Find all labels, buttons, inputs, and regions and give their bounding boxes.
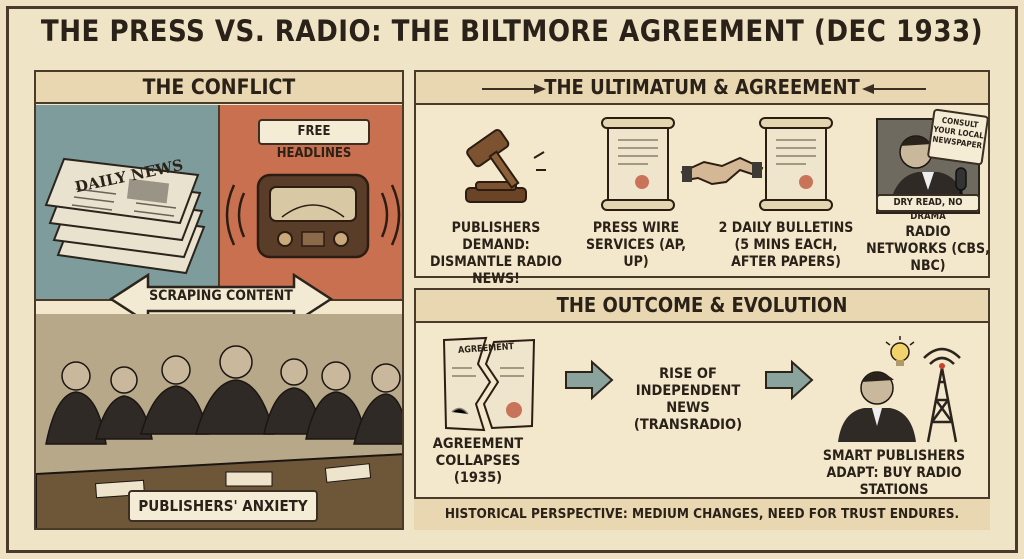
scraping-content-label: SCRAPING CONTENT <box>149 288 293 304</box>
right-arrow-ornament-icon <box>862 84 926 94</box>
conflict-panel: THE CONFLICT DAILY NEWS FREE HEADLINES <box>34 70 404 530</box>
handshake-icon <box>680 156 764 186</box>
press-wire-services-label: PRESS WIRE SERVICES (AP, UP) <box>585 220 687 270</box>
historical-perspective-text: HISTORICAL PERSPECTIVE: MEDIUM CHANGES, … <box>444 506 960 522</box>
publishers-anxiety-label: PUBLISHERS' ANXIETY <box>128 490 318 522</box>
radio-icon <box>225 173 401 259</box>
publishers-demand-label: PUBLISHERS DEMAND: DISMANTLE RADIO NEWS! <box>430 220 562 287</box>
publisher-radio-tower-icon <box>838 336 961 443</box>
progress-arrow-1-icon <box>565 359 614 401</box>
free-headlines-bubble: FREE HEADLINES <box>258 119 370 161</box>
daily-bulletins-label: 2 DAILY BULLETINS (5 MINS EACH, AFTER PA… <box>718 220 854 270</box>
progress-arrow-2-icon <box>765 359 814 401</box>
left-arrow-ornament-icon <box>482 84 546 94</box>
outcome-banner: THE OUTCOME & EVOLUTION <box>416 290 988 323</box>
page-title: THE PRESS VS. RADIO: THE BILTMORE AGREEM… <box>40 14 984 48</box>
outcome-heading: THE OUTCOME & EVOLUTION <box>556 293 848 317</box>
consult-newspaper-bubble: CONSULT YOUR LOCAL NEWSPAPER <box>926 108 990 166</box>
wire-services-scroll-icon <box>601 117 675 211</box>
gavel-icon <box>465 128 546 203</box>
agreement-collapses-label: AGREEMENT COLLAPSES (1935) <box>432 436 524 486</box>
ultimatum-panel: THE ULTIMATUM & AGREEMENT PUBLISHERS DEM… <box>414 70 990 287</box>
ultimatum-banner: THE ULTIMATUM & AGREEMENT <box>416 72 988 105</box>
outcome-panel: THE OUTCOME & EVOLUTION AGREEMENT AGREEM… <box>414 288 990 530</box>
radio-scene: FREE HEADLINES <box>220 105 402 301</box>
publishers-meeting-illustration <box>36 314 402 528</box>
torn-agreement-icon <box>442 336 536 432</box>
newspaper-stack-icon <box>44 157 206 275</box>
newspaper-scene: DAILY NEWS <box>36 105 220 301</box>
radio-networks-label: RADIO NETWORKS (CBS, NBC) <box>866 224 990 274</box>
historical-perspective-bar: HISTORICAL PERSPECTIVE: MEDIUM CHANGES, … <box>414 497 990 530</box>
smart-publishers-label: SMART PUBLISHERS ADAPT: BUY RADIO STATIO… <box>822 448 966 498</box>
dry-read-caption: DRY READ, NO DRAMA <box>876 194 980 222</box>
ultimatum-heading: THE ULTIMATUM & AGREEMENT <box>544 75 860 99</box>
independent-news-label: RISE OF INDEPENDENT NEWS (TRANSRADIO) <box>633 366 743 433</box>
bulletins-scroll-icon <box>759 117 833 211</box>
conflict-heading: THE CONFLICT <box>36 72 402 104</box>
